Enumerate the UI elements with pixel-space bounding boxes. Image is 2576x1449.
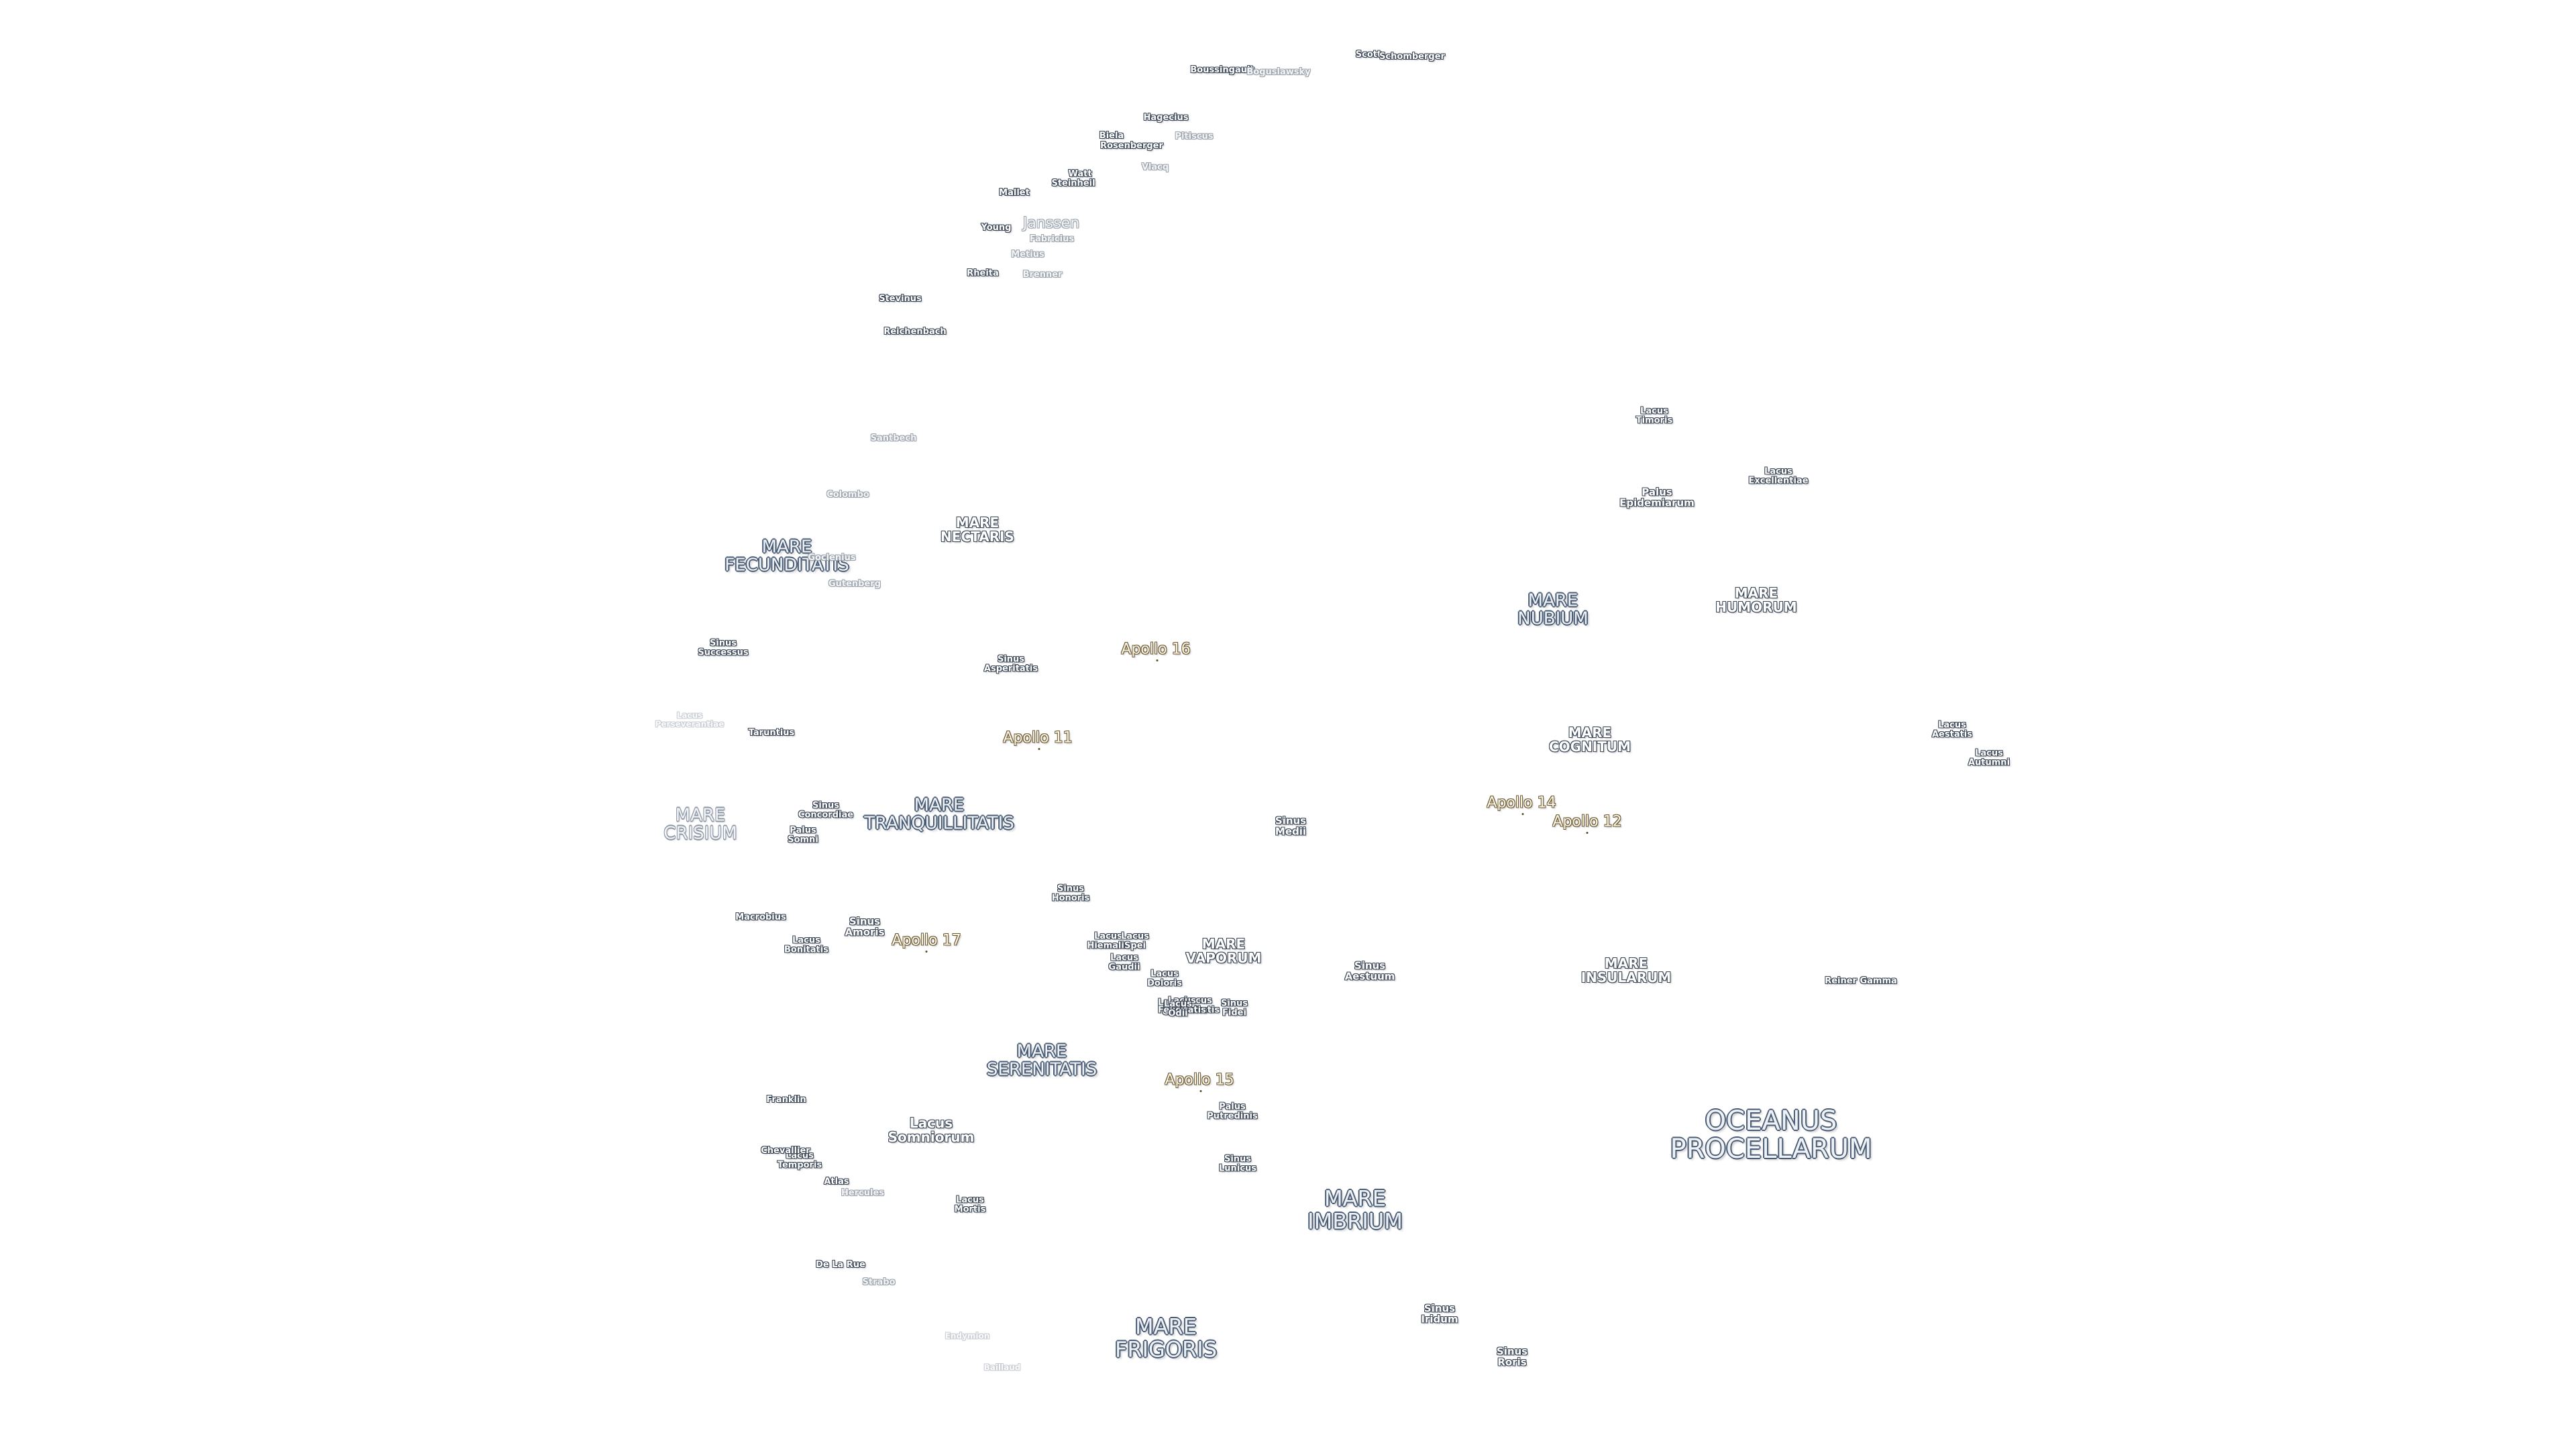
label-baillaud[interactable]: Baillaud: [983, 1362, 1021, 1373]
apollo-15-site-marker: [1199, 1090, 1202, 1092]
label-oceanus-procellarum[interactable]: OCEANUS PROCELLARUM: [1670, 1106, 1872, 1165]
label-lacus-felicitatis[interactable]: Lacus Felicitatis: [1158, 996, 1206, 1015]
label-apollo-16[interactable]: Apollo 16: [1121, 641, 1191, 658]
label-sinus-medii[interactable]: Sinus Medii: [1275, 814, 1307, 837]
label-lacus-doloris[interactable]: Lacus Doloris: [1147, 969, 1182, 988]
label-lacus-excellentiae[interactable]: Lacus Excellentiae: [1748, 466, 1809, 486]
label-stevinus[interactable]: Stevinus: [879, 294, 922, 305]
label-mare-crisium[interactable]: MARE CRISIUM: [663, 805, 737, 844]
label-lacus-bonitatis[interactable]: Lacus Bonitatis: [784, 935, 828, 955]
label-apollo-11[interactable]: Apollo 11: [1003, 729, 1073, 747]
label-mare-cognitum[interactable]: MARE COGNITUM: [1548, 724, 1631, 755]
label-sinus-roris[interactable]: Sinus Roris: [1496, 1345, 1528, 1368]
label-lacus-odii[interactable]: Lacus Odii: [1164, 999, 1192, 1018]
label-sinus-amoris[interactable]: Sinus Amoris: [845, 915, 885, 938]
label-reiner-gamma[interactable]: Reiner Gamma: [1825, 976, 1897, 987]
label-sinus-successus[interactable]: Sinus Successus: [698, 638, 749, 657]
label-lacus-spei[interactable]: Lacus Spei: [1121, 931, 1149, 951]
label-mare-nectaris[interactable]: MARE NECTARIS: [941, 515, 1014, 545]
label-boussingault[interactable]: Boussingault: [1190, 65, 1254, 76]
label-lacus-temporis[interactable]: Lacus Temporis: [777, 1150, 822, 1170]
label-apollo-12[interactable]: Apollo 12: [1552, 813, 1622, 830]
label-strabo[interactable]: Strabo: [862, 1277, 896, 1288]
label-sinus-honoris[interactable]: Sinus Honoris: [1051, 883, 1090, 903]
label-mare-serenitatis[interactable]: MARE SERENITATIS: [986, 1041, 1097, 1080]
label-lacus-hiemalis[interactable]: Lacus Hiemalis: [1087, 931, 1130, 951]
label-rheita[interactable]: Rheita: [967, 268, 999, 279]
label-boguslawsky[interactable]: Boguslawsky: [1246, 67, 1311, 78]
apollo-16-site-marker: [1156, 659, 1159, 661]
label-schomberger[interactable]: Schomberger: [1379, 52, 1445, 62]
label-scott[interactable]: Scott: [1355, 50, 1382, 60]
label-metius[interactable]: Metius: [1011, 250, 1044, 260]
label-sinus-aestuum[interactable]: Sinus Aestuum: [1344, 959, 1395, 982]
label-macrobius[interactable]: Macrobius: [735, 912, 786, 923]
label-palus-epidemiarum[interactable]: Palus Epidemiarum: [1619, 486, 1695, 508]
label-pitiscus[interactable]: Pitiscus: [1175, 131, 1214, 142]
label-palus-somni[interactable]: Palus Somni: [788, 825, 818, 845]
label-mallet[interactable]: Mallet: [999, 188, 1030, 199]
label-vlacq[interactable]: Vlacq: [1141, 162, 1169, 173]
label-chevallier[interactable]: Chevallier: [761, 1146, 810, 1157]
label-hercules[interactable]: Hercules: [841, 1188, 885, 1199]
label-sinus-fidei[interactable]: Sinus Fidei: [1220, 998, 1248, 1018]
apollo-17-site-marker: [925, 951, 928, 953]
label-sinus-concordiae[interactable]: Sinus Concordiae: [798, 800, 854, 820]
label-franklin[interactable]: Franklin: [766, 1095, 806, 1106]
label-lacus-odii-south[interactable]: Lacus Odii: [1158, 998, 1186, 1017]
label-lacus-lenitatis[interactable]: Lacus Lenitatis: [1176, 996, 1220, 1015]
apollo-11-site-marker: [1038, 748, 1040, 750]
label-gutenberg[interactable]: Gutenberg: [828, 579, 881, 590]
label-de-la-rue[interactable]: De La Rue: [816, 1260, 865, 1271]
label-lacus-perseverantiae[interactable]: Lacus Perseverantiae: [655, 710, 724, 729]
label-sinus-lunicus[interactable]: Sinus Lunicus: [1219, 1154, 1256, 1173]
label-biela[interactable]: Biela: [1099, 131, 1124, 142]
label-mare-fecunditatis[interactable]: MARE FECUNDITATIS: [724, 537, 849, 576]
label-endymion[interactable]: Endymion: [945, 1331, 990, 1341]
label-palus-putredinis[interactable]: Palus Putredinis: [1207, 1102, 1258, 1121]
label-brenner[interactable]: Brenner: [1022, 270, 1063, 280]
label-janssen[interactable]: Janssen: [1022, 215, 1080, 232]
label-sinus-iridum[interactable]: Sinus Iridum: [1421, 1302, 1458, 1325]
label-lacus-mortis[interactable]: Lacus Mortis: [954, 1195, 986, 1214]
label-mare-imbrium[interactable]: MARE IMBRIUM: [1307, 1185, 1403, 1234]
label-apollo-15[interactable]: Apollo 15: [1165, 1071, 1234, 1089]
label-rosenberger[interactable]: Rosenberger: [1100, 141, 1163, 152]
label-lacus-timoris[interactable]: Lacus Timoris: [1635, 406, 1673, 425]
label-mare-humorum[interactable]: MARE HUMORUM: [1715, 585, 1797, 615]
label-apollo-14[interactable]: Apollo 14: [1487, 794, 1556, 812]
label-atlas[interactable]: Atlas: [824, 1177, 849, 1187]
label-steinheil[interactable]: Steinheil: [1051, 178, 1095, 189]
label-hagecius[interactable]: Hagecius: [1143, 113, 1189, 123]
label-lacus-aestatis[interactable]: Lacus Aestatis: [1931, 720, 1973, 739]
apollo-12-site-marker: [1586, 832, 1589, 834]
label-lacus-somniorum[interactable]: Lacus Somniorum: [888, 1115, 975, 1145]
label-lacus-autumni[interactable]: Lacus Autumni: [1968, 748, 2010, 767]
label-colombo[interactable]: Colombo: [826, 490, 869, 500]
label-fabricius[interactable]: Fabricius: [1029, 234, 1075, 245]
label-goclenius[interactable]: Goclenius: [808, 553, 856, 564]
label-mare-vaporum[interactable]: MARE VAPORUM: [1185, 936, 1262, 966]
label-mare-frigoris[interactable]: MARE FRIGORIS: [1114, 1313, 1218, 1362]
label-sinus-asperitatis[interactable]: Sinus Asperitatis: [983, 654, 1038, 674]
label-mare-insularum[interactable]: MARE INSULARUM: [1580, 955, 1672, 985]
label-mare-tranquillitatis[interactable]: MARE TRANQUILLITATIS: [864, 795, 1014, 834]
label-mare-nubium[interactable]: MARE NUBIUM: [1517, 590, 1589, 629]
label-watt[interactable]: Watt: [1068, 169, 1092, 180]
apollo-14-site-marker: [1521, 813, 1524, 815]
label-apollo-17[interactable]: Apollo 17: [892, 932, 961, 949]
label-young[interactable]: Young: [981, 223, 1012, 233]
label-lacus-gaudii[interactable]: Lacus Gaudii: [1108, 953, 1140, 972]
label-reichenbach[interactable]: Reichenbach: [883, 327, 947, 337]
label-santbech[interactable]: Santbech: [870, 433, 917, 444]
label-taruntius[interactable]: Taruntius: [748, 728, 795, 739]
